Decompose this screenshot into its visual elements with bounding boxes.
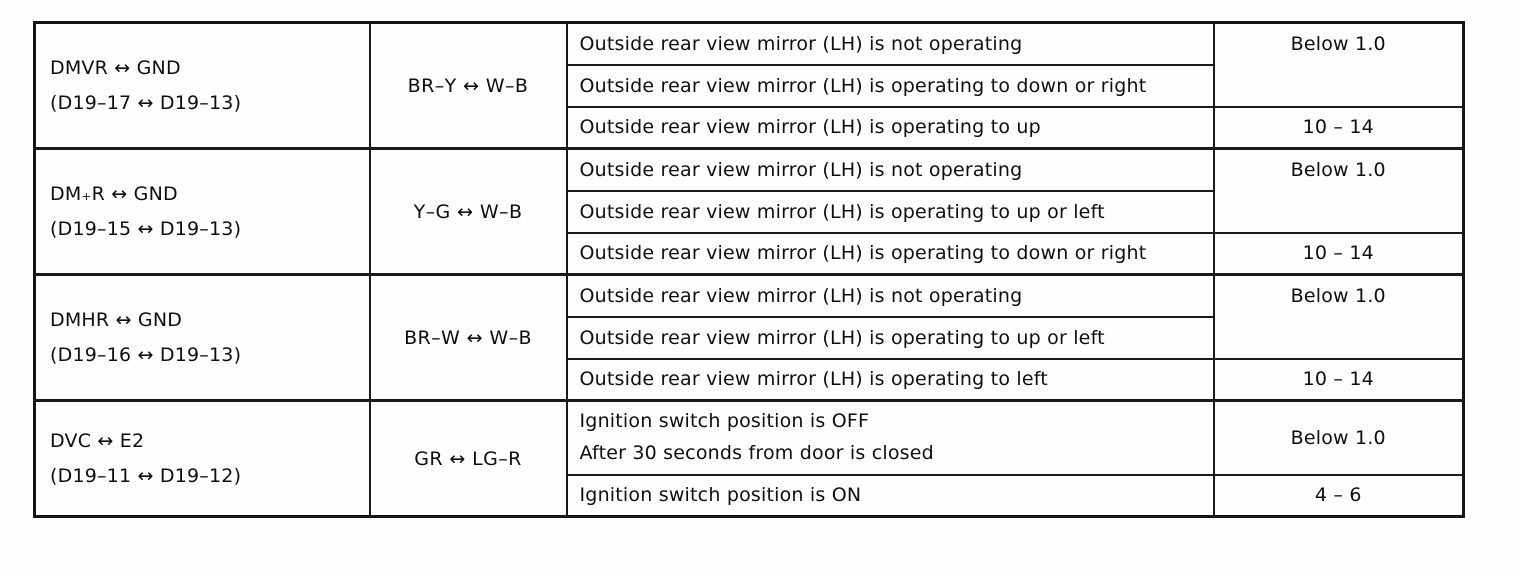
terminal-label: DVC ↔ E2 <box>50 430 145 453</box>
table-row: DVC ↔ E2 (D19–11 ↔ D19–12) GR ↔ LG–R Ign… <box>33 399 1465 518</box>
table-row: DM₊R ↔ GND (D19–15 ↔ D19–13) Y–G ↔ W–B O… <box>33 147 1465 276</box>
terminal-cell: DMHR ↔ GND (D19–16 ↔ D19–13) <box>33 273 371 402</box>
terminal-cell: DVC ↔ E2 (D19–11 ↔ D19–12) <box>33 399 371 518</box>
table-row: Outside rear view mirror (LH) is operati… <box>35 357 1465 402</box>
table-row: Outside rear view mirror (LH) is operati… <box>35 315 1464 360</box>
table-row: Outside rear view mirror (LH) is operati… <box>35 105 1465 150</box>
terminal-diagnostic-table: DMVR ↔ GND (D19–17 ↔ D19–13) BR–Y ↔ W–B … <box>33 21 1465 518</box>
terminal-cell: DM₊R ↔ GND (D19–15 ↔ D19–13) <box>33 147 371 276</box>
condition-cell: Outside rear view mirror (LH) is operati… <box>565 105 1215 150</box>
condition-line-2: After 30 seconds from door is closed <box>579 441 934 464</box>
condition-cell: Outside rear view mirror (LH) is not ope… <box>565 147 1215 192</box>
terminal-label: DMVR ↔ GND <box>50 57 181 80</box>
terminal-label: DMHR ↔ GND <box>50 309 183 332</box>
condition-cell: Outside rear view mirror (LH) is not ope… <box>565 21 1215 66</box>
terminal-pins: (D19–11 ↔ D19–12) <box>50 464 242 487</box>
value-cell: 10 – 14 <box>1212 231 1465 276</box>
table-row: Outside rear view mirror (LH) is operati… <box>35 189 1464 234</box>
table-row: DMVR ↔ GND (D19–17 ↔ D19–13) BR–Y ↔ W–B … <box>33 21 1465 150</box>
terminal-pins: (D19–17 ↔ D19–13) <box>50 91 242 114</box>
condition-cell: Outside rear view mirror (LH) is operati… <box>565 357 1215 402</box>
wire-color-cell: BR–W ↔ W–B <box>368 273 568 402</box>
value-cell: Below 1.0 <box>1212 21 1465 108</box>
wire-color-cell: BR–Y ↔ W–B <box>368 21 568 150</box>
condition-cell: Outside rear view mirror (LH) is not ope… <box>565 273 1215 318</box>
table-row: Outside rear view mirror (LH) is operati… <box>35 63 1464 108</box>
table-row: DMHR ↔ GND (D19–16 ↔ D19–13) BR–W ↔ W–B … <box>33 273 1465 402</box>
wire-color-cell: Y–G ↔ W–B <box>368 147 568 276</box>
value-cell: Below 1.0 <box>1212 273 1465 360</box>
condition-cell: Outside rear view mirror (LH) is operati… <box>565 231 1215 276</box>
value-cell: 4 – 6 <box>1212 473 1465 518</box>
value-cell: Below 1.0 <box>1212 147 1465 234</box>
wire-color-cell: GR ↔ LG–R <box>368 399 568 518</box>
condition-cell: Ignition switch position is ON <box>565 473 1215 518</box>
value-cell: 10 – 14 <box>1212 357 1465 402</box>
condition-cell: Ignition switch position is OFF After 30… <box>565 399 1215 476</box>
terminal-label: DM₊R ↔ GND <box>50 183 178 206</box>
table-row: Outside rear view mirror (LH) is operati… <box>35 231 1465 276</box>
terminal-pins: (D19–15 ↔ D19–13) <box>50 217 242 240</box>
condition-cell: Outside rear view mirror (LH) is operati… <box>565 63 1215 108</box>
value-cell: 10 – 14 <box>1212 105 1465 150</box>
condition-cell: Outside rear view mirror (LH) is operati… <box>565 189 1215 234</box>
terminal-cell: DMVR ↔ GND (D19–17 ↔ D19–13) <box>33 21 371 150</box>
condition-cell: Outside rear view mirror (LH) is operati… <box>565 315 1215 360</box>
condition-line-1: Ignition switch position is OFF <box>579 410 870 433</box>
value-cell: Below 1.0 <box>1212 399 1465 476</box>
terminal-pins: (D19–16 ↔ D19–13) <box>50 343 242 366</box>
table-row: Ignition switch position is ON 4 – 6 <box>35 473 1465 518</box>
